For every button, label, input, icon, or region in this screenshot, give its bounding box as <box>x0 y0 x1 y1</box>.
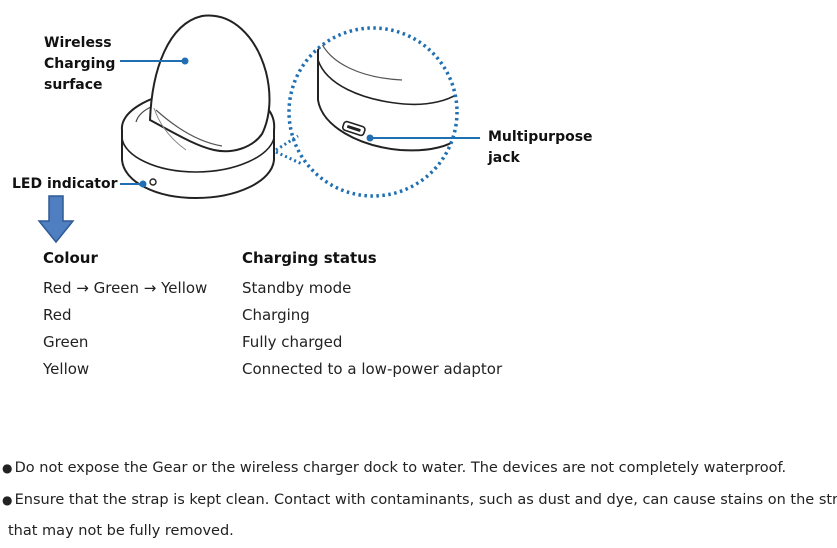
table-cell-colour-row-3: Green <box>43 333 89 351</box>
cradle-dome-highlight <box>153 107 187 151</box>
table-header-charging-status: Charging status <box>242 249 377 267</box>
led-indicator-label: LED indicator <box>12 176 118 192</box>
table-cell-colour-row-4: Yellow <box>43 360 90 378</box>
note-strap-text: Ensure that the strap is kept clean. Con… <box>14 492 837 508</box>
zoom-dock-rim <box>317 59 457 106</box>
cradle-dome-edge <box>155 109 223 147</box>
zoom-dock-body <box>317 40 457 152</box>
wireless-charging-surface-label: Wireless Charging surface <box>44 33 115 96</box>
table-cell-status-row-4: Connected to a low-power adaptor <box>242 360 503 378</box>
led-hole <box>149 178 157 186</box>
note-water: ● Do not expose the Gear or the wireless… <box>2 460 786 476</box>
zoom-dock-top <box>319 39 403 81</box>
callout-dot-led <box>139 180 147 188</box>
note-strap-continued: that may not be fully removed. <box>8 523 234 539</box>
zoom-circle <box>287 26 459 198</box>
callout-dot-jack <box>366 134 374 142</box>
table-cell-status-row-2: Charging <box>242 306 310 324</box>
cradle-dome <box>148 14 271 153</box>
multipurpose-jack-port-inner <box>346 125 361 132</box>
wireless-label-line-2: Charging <box>44 56 116 72</box>
bullet-icon: ● <box>2 461 13 475</box>
bullet-icon: ● <box>2 493 13 507</box>
jack-label-line-2: jack <box>488 150 520 166</box>
wireless-label-line-1: Wireless <box>44 35 112 51</box>
down-arrow-icon <box>37 195 75 244</box>
callout-dot-surface <box>181 57 189 65</box>
table-cell-status-row-3: Fully charged <box>242 333 343 351</box>
multipurpose-jack-label: Multipurpose jack <box>488 127 593 169</box>
table-header-colour: Colour <box>43 249 98 267</box>
table-cell-colour-row-1: Red → Green → Yellow <box>43 279 208 297</box>
dock-base-rim <box>121 137 275 173</box>
wireless-label-line-3: surface <box>44 77 103 93</box>
table-cell-status-row-1: Standby mode <box>242 279 352 297</box>
note-water-text: Do not expose the Gear or the wireless c… <box>14 460 787 476</box>
table-cell-colour-row-2: Red <box>43 306 72 324</box>
note-strap: ● Ensure that the strap is kept clean. C… <box>2 492 837 508</box>
jack-label-line-1: Multipurpose <box>488 129 593 145</box>
zoom-connector-lower <box>275 150 303 166</box>
